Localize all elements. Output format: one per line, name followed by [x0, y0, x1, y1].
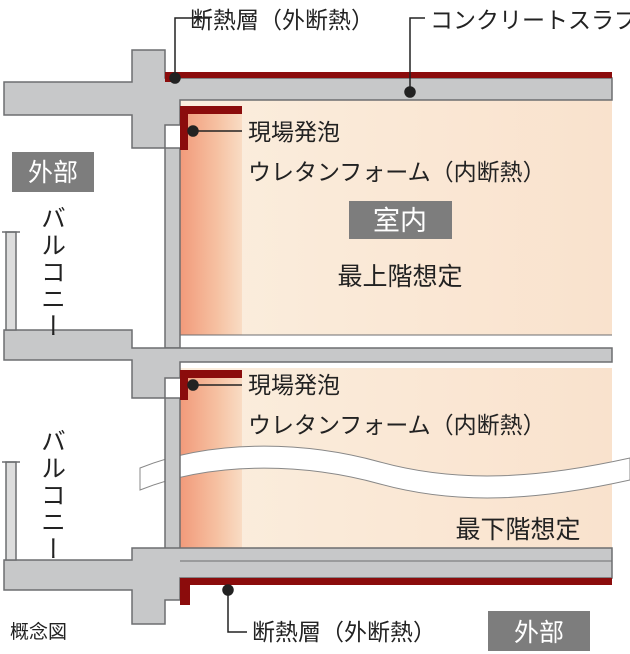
leader-lines	[169, 17, 425, 633]
roof-insulation-label: 断熱層（外断熱）	[190, 8, 374, 34]
foam-label-bottom-2: ウレタンフォーム（内断熱）	[248, 413, 546, 439]
top-floor-label: 最上階想定	[337, 262, 462, 291]
balcony-railings	[2, 231, 20, 561]
balcony-label-bottom: バルコニー	[38, 428, 67, 563]
floor-insulation-label: 断熱層（外断熱）	[252, 620, 436, 646]
interior-badge	[349, 201, 452, 239]
concept-label: 概念図	[10, 620, 67, 643]
insulation-layers	[165, 72, 612, 605]
concrete-structure	[3, 49, 613, 625]
interior-label: 室内	[373, 206, 427, 237]
balcony-label-top: バルコニー	[38, 205, 67, 340]
exterior-badge-bottom	[488, 611, 590, 651]
bottom-floor-label: 最下階想定	[455, 515, 580, 544]
foam-label-top-1: 現場発泡	[248, 120, 340, 146]
exterior-label-top: 外部	[28, 158, 78, 187]
concrete-slab-label: コンクリートスラブ	[430, 8, 630, 34]
exterior-badge-top	[12, 152, 94, 192]
wavy-break	[139, 445, 630, 499]
foam-label-top-2: ウレタンフォーム（内断熱）	[248, 160, 546, 186]
exterior-label-bottom: 外部	[514, 618, 564, 647]
foam-label-bottom-1: 現場発泡	[248, 373, 340, 399]
top-foam-layer	[180, 108, 242, 335]
